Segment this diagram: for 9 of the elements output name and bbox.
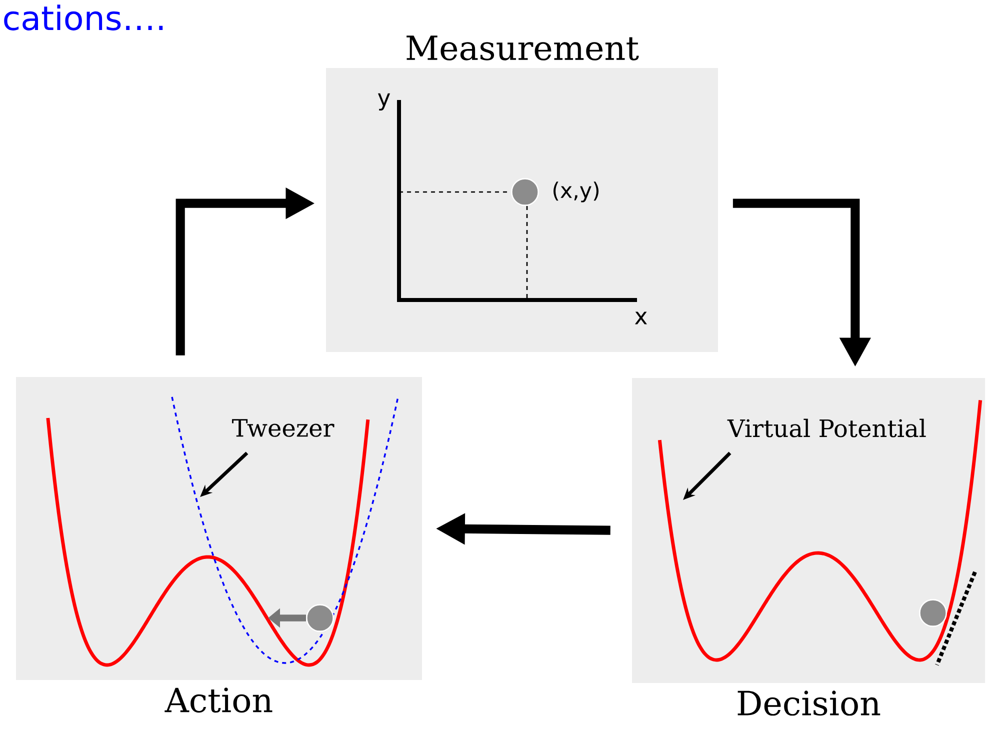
axis-label: (x,y)	[554, 182, 598, 202]
node-label: Decision	[738, 690, 880, 716]
annotation-label: Tweezer	[232, 419, 334, 437]
node-label: Measurement	[406, 36, 639, 60]
axis-label: y	[378, 93, 390, 111]
node-label: Action	[164, 688, 272, 713]
axis-label: x	[634, 312, 647, 324]
heading-fragment: cations….	[4, 4, 163, 30]
annotation-label: Virtual Potential	[727, 418, 926, 438]
